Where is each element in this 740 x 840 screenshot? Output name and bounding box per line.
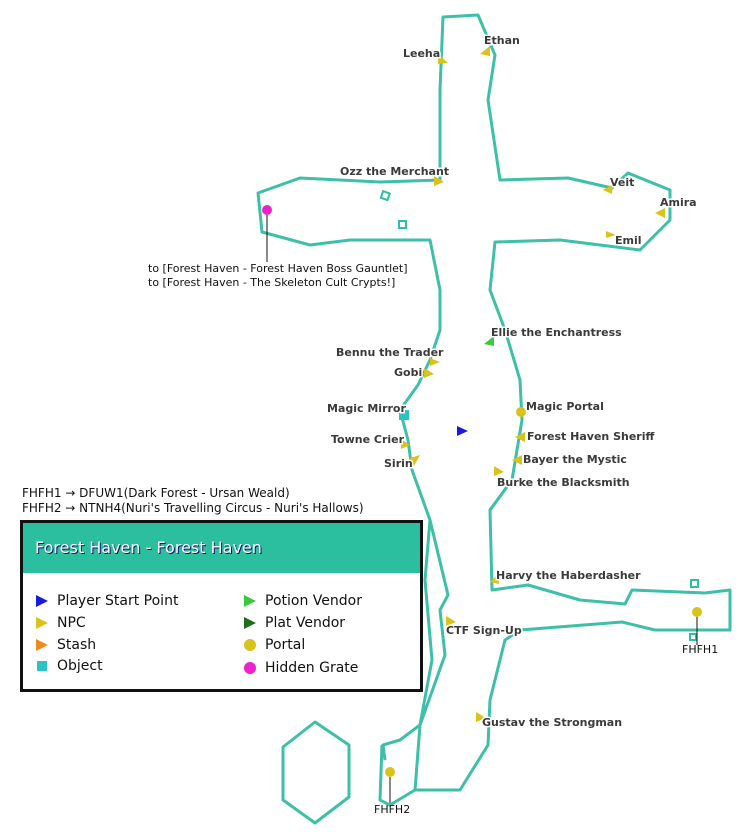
triangle-icon [36, 595, 48, 607]
npc-label-ethan: Ethan [484, 34, 520, 47]
triangle-icon [244, 617, 256, 629]
legend-label: Player Start Point [57, 593, 179, 609]
npc-marker [515, 432, 525, 442]
legend-item-player-start: Player Start Point [35, 593, 178, 609]
npc-label-gustav: Gustav the Strongman [482, 716, 622, 729]
npc-label-towne-crier: Towne Crier [331, 433, 405, 446]
hidden-grate-marker [262, 205, 272, 215]
potion-vendor-label: Ellie the Enchantress [491, 326, 622, 339]
npc-label-burke: Burke the Blacksmith [497, 476, 630, 489]
npc-marker [480, 46, 490, 56]
portal-note-1: FHFH1 → DFUW1(Dark Forest - Ursan Weald) [22, 486, 290, 500]
legend-label: NPC [57, 615, 86, 631]
npc-marker [603, 184, 613, 194]
npc-marker [438, 54, 448, 64]
npc-label-sheriff: Forest Haven Sheriff [527, 430, 654, 443]
npc-marker [512, 455, 522, 465]
hidden-grate-link-1: to [Forest Haven - Forest Haven Boss Gau… [148, 262, 408, 275]
legend-item-stash: Stash [35, 637, 96, 653]
npc-marker [476, 712, 486, 722]
legend-item-hidden-grate: Hidden Grate [243, 660, 358, 676]
object-marker [690, 579, 699, 588]
legend-label: Plat Vendor [265, 615, 346, 631]
magic-mirror-label: Magic Mirror [327, 402, 406, 415]
legend-item-potion-vendor: Potion Vendor [243, 593, 362, 609]
legend-item-portal: Portal [243, 637, 305, 653]
magic-portal-marker [516, 407, 526, 417]
legend-item-object: Object [35, 658, 103, 674]
triangle-icon [36, 639, 48, 651]
potion-vendor-marker [484, 336, 494, 346]
portal-fhfh2-label: FHFH2 [374, 803, 410, 816]
npc-label-harvy: Harvy the Haberdasher [496, 569, 641, 582]
npc-markers [401, 46, 665, 722]
legend-label: Potion Vendor [265, 593, 362, 609]
npc-marker [430, 358, 440, 366]
npc-label-ozz: Ozz the Merchant [340, 165, 449, 178]
portal-notes: FHFH1 → DFUW1(Dark Forest - Ursan Weald)… [22, 486, 364, 516]
portal-fhfh2-marker [385, 767, 395, 777]
npc-label-bayer: Bayer the Mystic [523, 453, 627, 466]
triangle-icon [36, 617, 48, 629]
triangle-icon [244, 595, 256, 607]
object-marker [689, 633, 697, 641]
magic-mirror-marker [399, 410, 409, 420]
npc-label-sirin: Sirin [384, 457, 413, 470]
npc-marker [494, 466, 504, 476]
npc-marker [490, 574, 499, 584]
npc-marker [410, 455, 420, 466]
npc-label-emil: Emil [615, 234, 642, 247]
npc-marker [424, 368, 434, 378]
npc-marker [401, 439, 410, 449]
circle-icon [244, 639, 256, 651]
hidden-grate-link-2: to [Forest Haven - The Skeleton Cult Cry… [148, 276, 395, 289]
magic-portal-label: Magic Portal [526, 400, 604, 413]
object-marker [398, 220, 407, 229]
legend-label: Stash [57, 637, 97, 653]
npc-marker [434, 176, 444, 186]
map-outline [256, 13, 732, 825]
legend-label: Object [57, 658, 103, 674]
npc-label-ctf: CTF Sign-Up [446, 624, 522, 637]
legend-label: Hidden Grate [265, 660, 359, 676]
npc-marker [606, 231, 616, 238]
npc-marker [655, 208, 665, 218]
square-icon [37, 661, 47, 671]
player-start-marker [457, 426, 468, 436]
portal-note-2: FHFH2 → NTNH4(Nuri's Travelling Circus -… [22, 501, 364, 515]
map-object-markers [379, 189, 699, 641]
legend-item-plat-vendor: Plat Vendor [243, 615, 345, 631]
npc-label-gobi: Gobi [394, 366, 422, 379]
portal-fhfh1-label: FHFH1 [682, 643, 718, 656]
portal-fhfh1-marker [692, 607, 702, 617]
npc-label-bennu: Bennu the Trader [336, 346, 444, 359]
legend-title: Forest Haven - Forest Haven [23, 523, 420, 573]
npc-label-veit: Veit [610, 176, 634, 189]
circle-icon [244, 662, 256, 674]
npc-label-leeha: Leeha [403, 47, 440, 60]
legend-item-npc: NPC [35, 615, 86, 631]
object-marker [379, 189, 392, 202]
legend-panel: Forest Haven - Forest Haven Player Start… [20, 520, 423, 692]
npc-label-amira: Amira [660, 196, 697, 209]
legend-label: Portal [265, 637, 306, 653]
npc-marker [446, 616, 456, 626]
